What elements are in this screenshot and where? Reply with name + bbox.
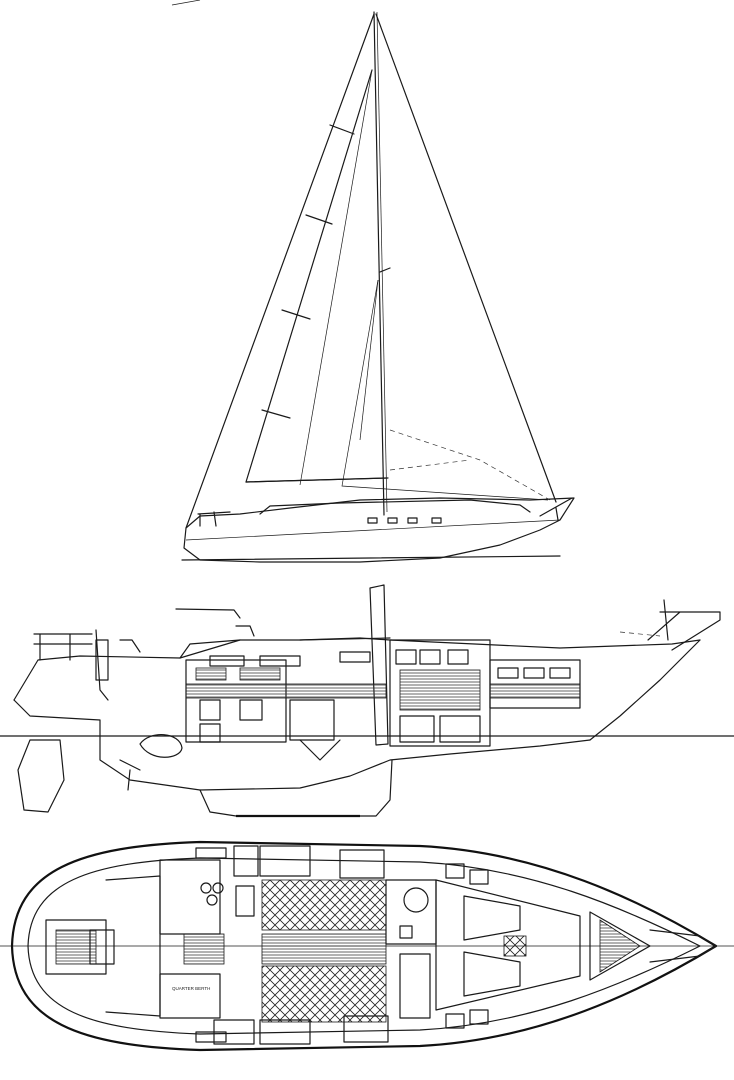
saloon-settee-port <box>261 879 387 931</box>
saloon-settee-stbd <box>261 965 387 1023</box>
v-berth <box>589 911 651 981</box>
forward-cabin <box>435 879 581 1011</box>
mainsail <box>245 69 387 483</box>
port-window <box>387 517 398 524</box>
port-window <box>407 517 418 524</box>
rudder <box>17 739 65 813</box>
sail-plan <box>171 0 575 563</box>
accommodation-plan: QUARTER BERTH <box>0 840 734 1052</box>
port-window <box>367 517 378 524</box>
mast <box>373 11 385 516</box>
port-window <box>431 517 442 524</box>
quarter-berth-label: QUARTER BERTH <box>172 986 210 991</box>
backstay <box>185 13 375 529</box>
inboard-profile <box>0 584 734 818</box>
genoa <box>341 279 549 501</box>
hull-bottom <box>13 699 591 791</box>
saloon-table <box>261 933 387 965</box>
boom <box>245 477 389 483</box>
forestay <box>375 13 557 503</box>
